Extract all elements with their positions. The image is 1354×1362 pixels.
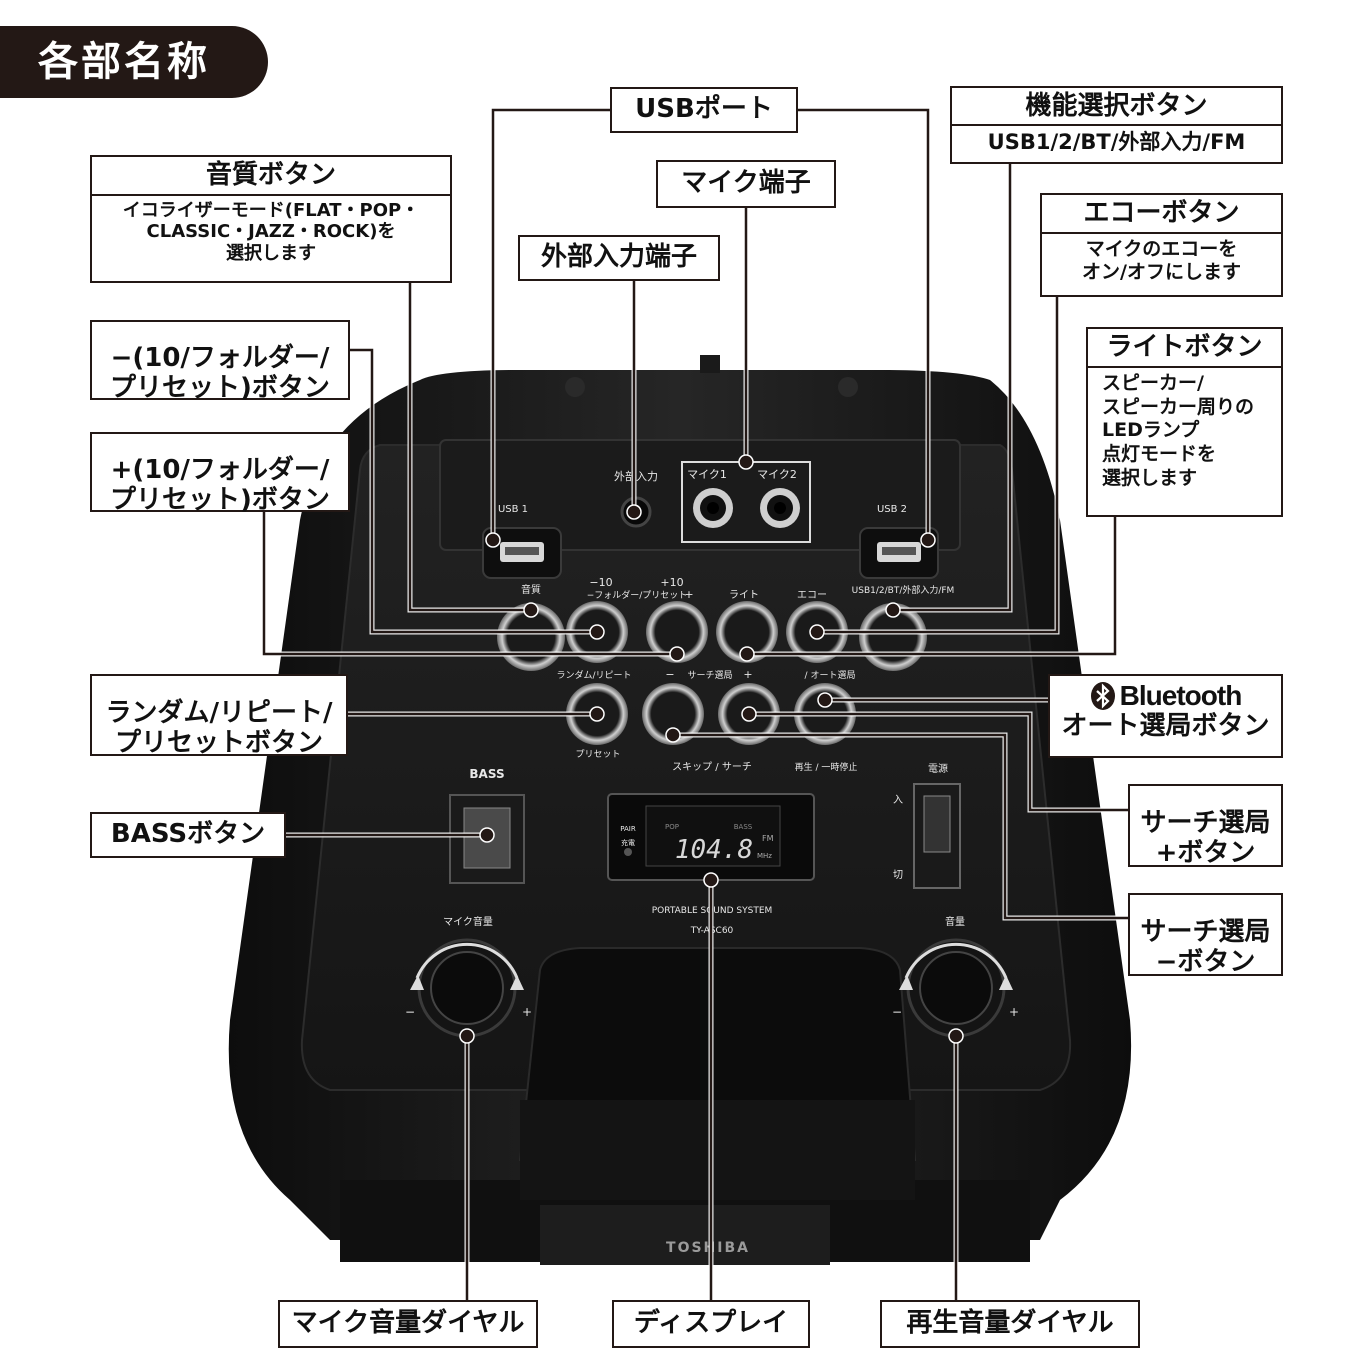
random-label: ランダム/リピート	[556, 669, 631, 681]
tone-heading: 音質ボタン	[205, 160, 336, 190]
function-desc: USB1/2/BT/外部入力/FM	[952, 123, 1281, 159]
bluetooth-logo: Bluetooth	[1050, 680, 1281, 712]
search-plus-sign: +	[743, 668, 752, 681]
search-minus-button[interactable]	[642, 683, 704, 745]
callout-volume-dial: 再生音量ダイヤル	[880, 1300, 1140, 1348]
echo-desc: マイクのエコーを オン/オフにします	[1042, 231, 1281, 288]
plus-sign-label: +	[684, 588, 693, 601]
minus-heading: −(10/フォルダー/ プリセット)ボタン	[110, 343, 330, 403]
bluetooth-icon	[1090, 682, 1115, 710]
auto-tune-label: / オート選局	[805, 670, 856, 681]
usb1-label: USB 1	[498, 504, 528, 515]
volume-label: 音量	[945, 915, 965, 928]
power-off-label: 切	[893, 869, 903, 881]
echo-heading: エコーボタン	[1083, 198, 1240, 228]
leader-lines	[262, 108, 1128, 1300]
light-button[interactable]	[716, 601, 778, 663]
mic1-jack[interactable]	[693, 488, 733, 528]
pair-label: PAIR	[620, 825, 636, 833]
search-minus-heading: サーチ選局 −ボタン	[1140, 917, 1271, 977]
mic1-label: マイク1	[687, 468, 727, 481]
callout-display: ディスプレイ	[612, 1300, 810, 1348]
volume-heading: 再生音量ダイヤル	[906, 1308, 1114, 1338]
vol-knob-plus: +	[1009, 1005, 1019, 1019]
usb-port-heading: USBポート	[635, 94, 773, 124]
display-panel	[607, 793, 815, 881]
display-fm: FM	[762, 834, 774, 843]
echo-label: エコー	[797, 590, 827, 601]
callout-function-button: 機能選択ボタン USB1/2/BT/外部入力/FM	[950, 86, 1283, 164]
mic2-label: マイク2	[757, 468, 797, 481]
light-label: ライト	[729, 589, 759, 601]
plus10-button[interactable]	[646, 601, 708, 663]
callout-plus-button: +(10/フォルダー/ プリセット)ボタン	[90, 432, 350, 515]
plus-heading: +(10/フォルダー/ プリセット)ボタン	[110, 455, 330, 515]
callout-aux-jack: 外部入力端子	[518, 235, 720, 281]
usb2-port[interactable]	[859, 527, 939, 579]
charge-label: 充電	[621, 838, 635, 847]
function-heading: 機能選択ボタン	[1025, 91, 1208, 121]
display-frequency: 104.8	[675, 835, 753, 865]
leader-dots	[459, 454, 964, 1044]
callout-search-minus: サーチ選局 −ボタン	[1128, 893, 1283, 977]
skip-label: スキップ / サーチ	[672, 761, 752, 773]
plus10-label: +10	[660, 576, 683, 589]
display-heading: ディスプレイ	[633, 1308, 789, 1338]
power-switch[interactable]	[913, 783, 961, 889]
aux-jack-heading: 外部入力端子	[540, 242, 697, 272]
function-label: USB1/2/BT/外部入力/FM	[852, 584, 955, 596]
tone-label: 音質	[521, 583, 541, 596]
bass-label: BASS	[469, 767, 504, 781]
light-desc: スピーカー/ スピーカー周りの LEDランプ 点灯モードを 選択します	[1088, 365, 1281, 495]
display-bass: BASS	[734, 823, 753, 831]
callout-tone-button: 音質ボタン イコライザーモード(FLAT・POP・ CLASSIC・JAZZ・R…	[90, 155, 452, 283]
callout-mic-jack: マイク端子	[656, 160, 836, 208]
mic-knob-minus: −	[405, 1005, 415, 1019]
brand-logo: TOSHIBA	[666, 1240, 750, 1256]
power-on-label: 入	[893, 795, 903, 806]
preset-label: プリセット	[575, 749, 620, 760]
search-label: サーチ選局	[687, 670, 732, 681]
search-minus-sign: −	[665, 668, 674, 681]
folder-preset-label: −フォルダー/プリセット	[587, 589, 688, 601]
device-labels: 外部入力 マイク1 マイク2 USB 1 USB 2 音質 −10 −フォルダー…	[405, 468, 1019, 1256]
callout-random-button: ランダム/リピート/ プリセットボタン	[90, 674, 348, 758]
usb1-port[interactable]	[482, 527, 562, 579]
callout-bluetooth-button: Bluetooth オート選局ボタン	[1048, 674, 1283, 758]
mic2-jack[interactable]	[760, 488, 800, 528]
bluetooth-heading: オート選局ボタン	[1061, 711, 1270, 741]
vol-knob-minus: −	[892, 1005, 902, 1019]
display-pop: POP	[665, 823, 679, 831]
callout-minus-button: −(10/フォルダー/ プリセット)ボタン	[90, 320, 350, 403]
bass-heading: BASSボタン	[110, 819, 266, 849]
mic-jack-heading: マイク端子	[681, 168, 811, 198]
power-label: 電源	[928, 762, 948, 775]
callout-search-plus: サーチ選局 +ボタン	[1128, 784, 1283, 868]
callout-mic-volume-dial: マイク音量ダイヤル	[278, 1300, 538, 1348]
callout-light-button: ライトボタン スピーカー/ スピーカー周りの LEDランプ 点灯モードを 選択し…	[1086, 327, 1283, 517]
page-title: 各部名称	[0, 26, 268, 98]
callout-bass-button: BASSボタン	[90, 812, 286, 858]
mic-volume-heading: マイク音量ダイヤル	[291, 1308, 525, 1338]
usb2-label: USB 2	[877, 504, 907, 515]
callout-usb-port: USBポート	[610, 87, 798, 133]
mic-knob-plus: +	[522, 1005, 532, 1019]
display-mhz: MHz	[757, 852, 772, 860]
bluetooth-wordmark: Bluetooth	[1119, 680, 1243, 711]
minus10-label: −10	[589, 576, 612, 589]
mic-volume-label: マイク音量	[443, 915, 493, 928]
search-plus-heading: サーチ選局 +ボタン	[1140, 808, 1271, 868]
random-heading: ランダム/リピート/ プリセットボタン	[105, 698, 333, 758]
light-heading: ライトボタン	[1106, 332, 1263, 362]
tone-desc: イコライザーモード(FLAT・POP・ CLASSIC・JAZZ・ROCK)を …	[92, 193, 450, 269]
callout-echo-button: エコーボタン マイクのエコーを オン/オフにします	[1040, 193, 1283, 297]
volume-knob[interactable]	[899, 938, 1013, 1038]
play-label: 再生 / 一時停止	[795, 761, 858, 773]
